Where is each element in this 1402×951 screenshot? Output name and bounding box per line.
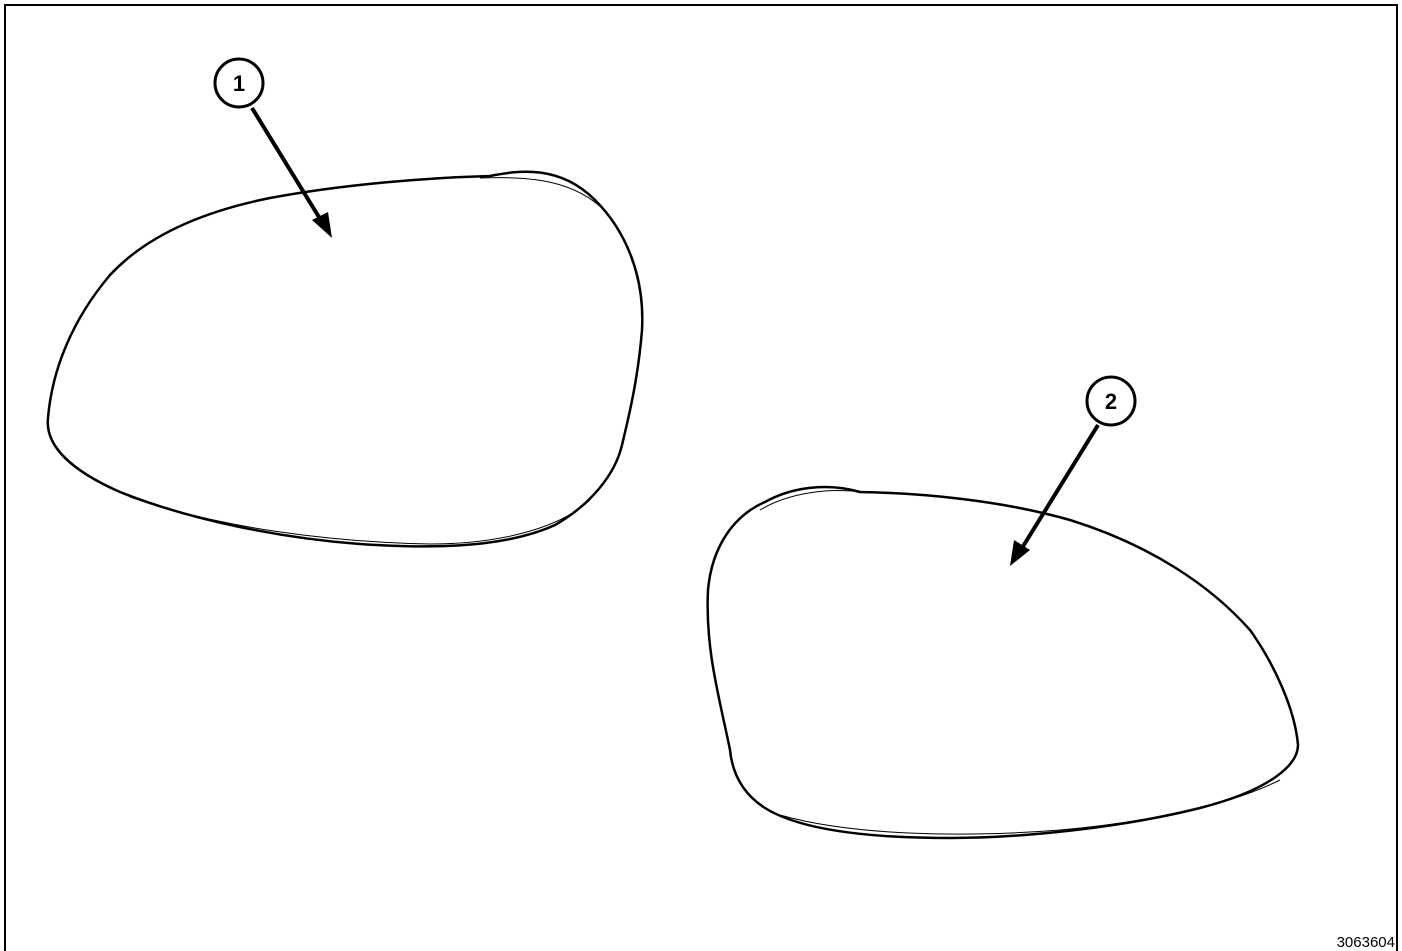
callout-2-leader — [1020, 423, 1100, 550]
callout-1: 1 — [213, 57, 332, 238]
callout-1-leader — [250, 106, 324, 224]
callout-2: 2 — [1010, 375, 1137, 566]
callout-1-circle — [213, 57, 265, 109]
callout-1-arrowhead — [312, 212, 332, 238]
figure-border — [4, 4, 1398, 951]
callout-1-label: 1 — [233, 71, 245, 96]
figure-number: 3063604 — [1337, 934, 1395, 951]
callout-2-arrowhead — [1010, 540, 1030, 566]
mirror-glass-left — [46, 170, 644, 548]
callout-2-label: 2 — [1105, 389, 1117, 414]
callout-2-circle — [1085, 375, 1137, 427]
mirror-glass-right — [706, 485, 1300, 840]
